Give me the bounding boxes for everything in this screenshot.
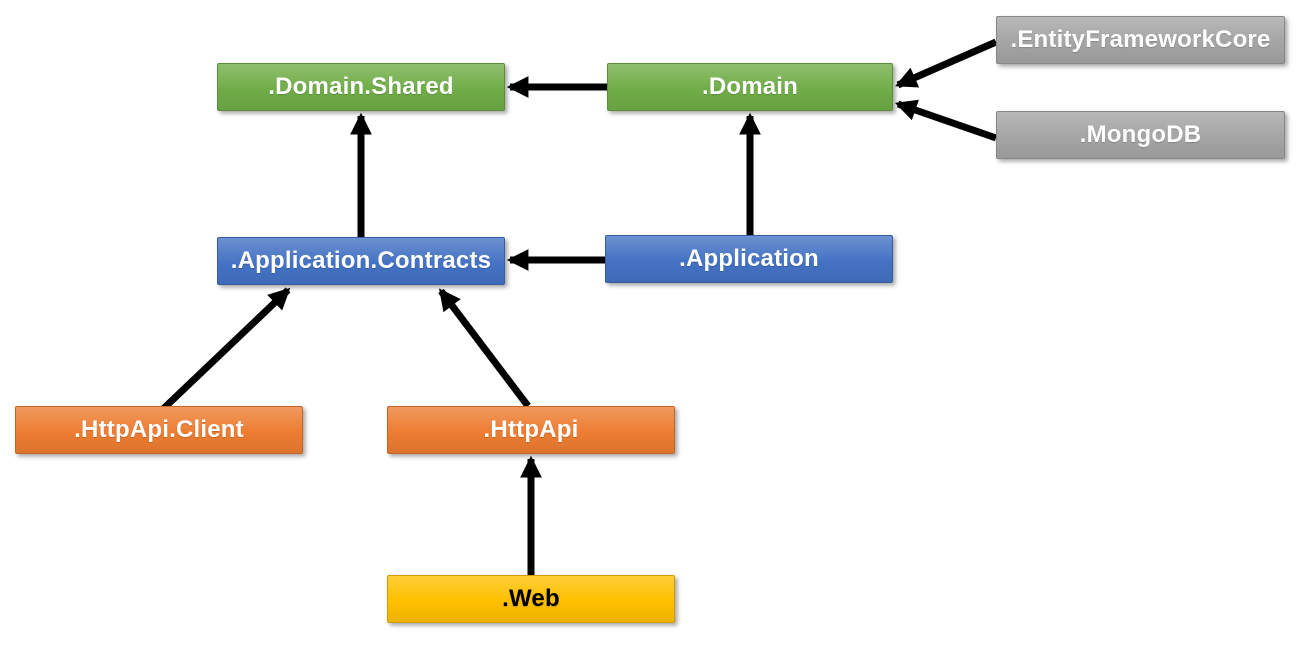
node-label-domain-shared: .Domain.Shared [268, 73, 454, 100]
arrow-entity-framework-core-to-domain [895, 38, 998, 89]
node-domain: .Domain [607, 63, 893, 111]
node-label-mongodb: .MongoDB [1079, 121, 1202, 148]
arrow-mongodb-to-domain [894, 99, 998, 142]
node-label-httpapi: .HttpApi [483, 416, 579, 443]
node-entity-framework-core: .EntityFrameworkCore [996, 16, 1285, 64]
node-httpapi-client: .HttpApi.Client [15, 406, 303, 454]
node-web: .Web [387, 575, 675, 623]
arrow-httpapi-to-application-contracts [438, 288, 531, 409]
node-label-application: .Application [679, 245, 819, 272]
node-label-httpapi-client: .HttpApi.Client [74, 416, 244, 443]
node-label-entity-framework-core: .EntityFrameworkCore [1010, 26, 1271, 53]
arrow-httpapi-client-to-application-contracts [159, 287, 291, 413]
node-application: .Application [605, 235, 893, 283]
node-mongodb: .MongoDB [996, 111, 1285, 159]
node-label-application-contracts: .Application.Contracts [230, 247, 492, 274]
node-httpapi: .HttpApi [387, 406, 675, 454]
node-application-contracts: .Application.Contracts [217, 237, 505, 285]
node-label-domain: .Domain [701, 73, 799, 100]
node-domain-shared: .Domain.Shared [217, 63, 505, 111]
node-label-web: .Web [502, 585, 560, 612]
